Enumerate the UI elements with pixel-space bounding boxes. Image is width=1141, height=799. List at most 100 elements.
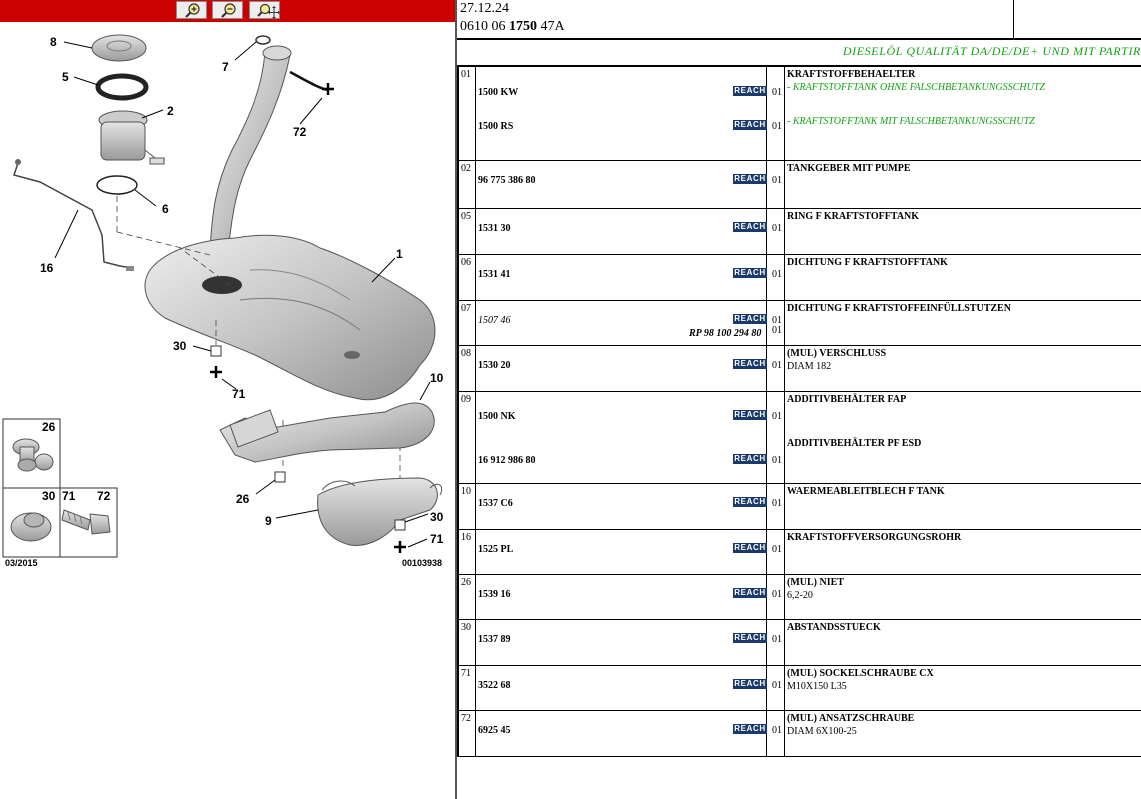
table-left-rule <box>457 65 459 757</box>
row-quantity: 01 <box>772 455 782 466</box>
part-description: DICHTUNG F KRAFTSTOFFEINFÜLLSTUTZEN <box>787 303 1011 314</box>
row-quantity: 01 <box>772 121 782 132</box>
table-row[interactable]: 06 1531 41 REACH 01 DICHTUNG F KRAFTSTOFFTAN… <box>459 255 1141 301</box>
row-quantity: 01 <box>772 360 782 371</box>
callout-26: 26 <box>236 492 250 506</box>
part-description: TANKGEBER MIT PUMPE <box>787 163 911 174</box>
reach-badge[interactable]: REACH <box>733 86 767 96</box>
callout-71a: 71 <box>232 387 246 401</box>
part-number[interactable]: 96 775 386 80 <box>478 175 536 186</box>
pane-divider[interactable] <box>455 0 457 799</box>
inset-label-72: 72 <box>97 489 111 503</box>
part-number[interactable]: 1525 PL <box>478 544 514 555</box>
header-rule <box>457 38 1141 40</box>
callout-2: 2 <box>167 104 174 118</box>
part-number[interactable]: 1539 16 <box>478 589 511 600</box>
row-position: 01 <box>461 69 471 80</box>
row-quantity: 01 <box>772 725 782 736</box>
reach-badge[interactable]: REACH <box>733 497 767 507</box>
reach-badge[interactable]: REACH <box>733 679 767 689</box>
reach-badge[interactable]: REACH <box>733 543 767 553</box>
spacer-part-30 <box>10 512 52 542</box>
row-position: 30 <box>461 622 471 633</box>
screw-part-71 <box>61 509 111 535</box>
zoom-fit-button[interactable] <box>249 1 280 19</box>
reach-badge[interactable]: REACH <box>733 410 767 420</box>
row-position: 72 <box>461 713 471 724</box>
reach-badge[interactable]: REACH <box>733 633 767 643</box>
header-ref-prefix: 0610 06 <box>460 19 509 34</box>
row-position: 26 <box>461 577 471 588</box>
zoom-toolbar <box>0 0 455 22</box>
part-description: (MUL) VERSCHLUSS <box>787 348 886 359</box>
part-description: KRAFTSTOFFBEHAELTER <box>787 69 916 80</box>
part-spec: 6,2-20 <box>787 590 813 601</box>
part-spec: DIAM 6X100-25 <box>787 726 857 737</box>
reach-badge[interactable]: REACH <box>733 174 767 184</box>
reach-badge[interactable]: REACH <box>733 359 767 369</box>
part-description: DICHTUNG F KRAFTSTOFFTANK <box>787 257 948 268</box>
seal-ring-part-7 <box>255 35 271 45</box>
part-description: ADDITIVBEHÄLTER PF ESD <box>787 438 922 449</box>
part-spec: M10X150 L35 <box>787 681 847 692</box>
part-description: RING F KRAFTSTOFFTANK <box>787 211 920 222</box>
part-number[interactable]: 1500 RS <box>478 121 514 132</box>
reach-badge[interactable]: REACH <box>733 588 767 598</box>
table-row[interactable]: 26 1539 16 REACH 01 (MUL) NIET 6,2-20 <box>459 575 1141 620</box>
callout-leaders <box>54 41 431 548</box>
row-position: 06 <box>461 257 471 268</box>
reach-badge[interactable]: REACH <box>733 120 767 130</box>
row-quantity: 01 <box>772 269 782 280</box>
part-number[interactable]: 1531 30 <box>478 223 511 234</box>
zoom-out-button[interactable] <box>212 1 243 19</box>
part-number[interactable]: 1537 C6 <box>478 498 513 509</box>
reach-badge[interactable]: REACH <box>733 724 767 734</box>
part-number[interactable]: 1507 46 <box>478 315 511 326</box>
part-number[interactable]: 6925 45 <box>478 725 511 736</box>
part-number[interactable]: 1531 41 <box>478 269 511 280</box>
part-number[interactable]: 1500 NK <box>478 411 516 422</box>
header-ref-bold: 1750 <box>509 19 537 34</box>
callout-7: 7 <box>222 60 229 74</box>
table-row[interactable]: 01 1500 KW REACH 01 KRAFTSTOFFBEHAELTER - KRA… <box>459 67 1141 161</box>
row-position: 05 <box>461 211 471 222</box>
callout-1: 1 <box>396 247 403 261</box>
filler-neck <box>209 45 329 253</box>
part-number[interactable]: 1500 KW <box>478 87 519 98</box>
zoom-in-button[interactable] <box>176 1 207 19</box>
reach-badge[interactable]: REACH <box>733 314 767 324</box>
part-description: (MUL) NIET <box>787 577 844 588</box>
zoom-out-icon <box>221 3 236 18</box>
row-position: 08 <box>461 348 471 359</box>
part-description: (MUL) SOCKELSCHRAUBE CX <box>787 668 934 679</box>
part-number[interactable]: 3522 68 <box>478 680 511 691</box>
replacement-part-number: RP 98 100 294 80 <box>689 328 762 339</box>
row-quantity: 01 <box>772 544 782 555</box>
fuel-quality-banner: DIESELÖL QUALITÄT DA/DE/DE+ UND MIT PART… <box>842 44 1141 58</box>
part-number[interactable]: 16 912 986 80 <box>478 455 536 466</box>
row-quantity: 01 <box>772 589 782 600</box>
inset-label-26: 26 <box>42 420 56 434</box>
reach-badge[interactable]: REACH <box>733 222 767 232</box>
reach-badge[interactable]: REACH <box>733 454 767 464</box>
variant-note: - KRAFTSTOFFTANK MIT FALSCHBETANKUNGSSCH… <box>787 116 1035 127</box>
inset-label-71: 71 <box>62 489 76 503</box>
part-number[interactable]: 1530 20 <box>478 360 511 371</box>
table-top-rule <box>457 65 1141 67</box>
fuel-line-part-16 <box>13 162 133 269</box>
row-position: 07 <box>461 303 471 314</box>
heat-shield-part-10 <box>219 402 435 463</box>
header-date: 27.12.24 <box>460 1 509 16</box>
reach-badge[interactable]: REACH <box>733 268 767 278</box>
part-number[interactable]: 1537 89 <box>478 634 511 645</box>
